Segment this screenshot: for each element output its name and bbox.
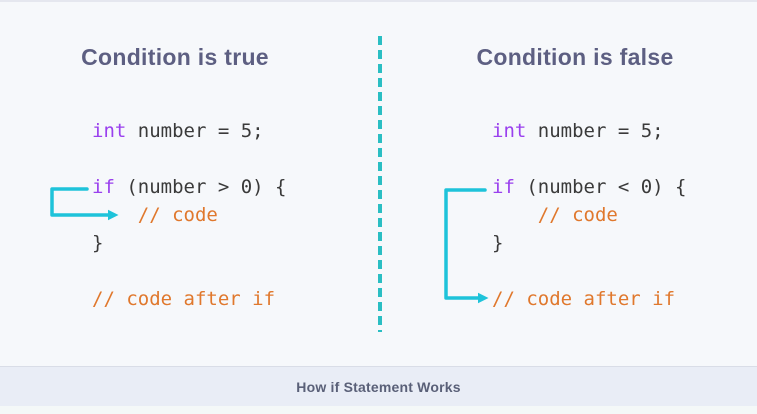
panel-title-true: Condition is true (81, 44, 269, 70)
top-edge-divider (0, 0, 757, 2)
code-token-plain: } (492, 232, 504, 254)
code-line: // code (92, 201, 286, 229)
code-line: // code after if (492, 285, 686, 313)
code-block-true: int number = 5; if (number > 0) { // cod… (92, 117, 286, 313)
footer-caption: How if Statement Works (296, 378, 461, 395)
code-token-comment: // code (137, 204, 218, 226)
code-token-keyword: int (492, 120, 527, 142)
code-token-comment: // code after if (492, 288, 676, 310)
dashed-divider (378, 36, 382, 332)
flow-arrow-true-icon (50, 187, 119, 221)
code-token-plain: (number > 0) { (114, 176, 287, 198)
code-line: } (92, 229, 286, 257)
code-block-false: int number = 5; if (number < 0) { // cod… (492, 117, 686, 313)
footer-bar: How if Statement Works (0, 366, 757, 406)
bottom-strip (0, 406, 757, 414)
code-line (92, 145, 286, 173)
code-line (492, 145, 686, 173)
code-line: int number = 5; (492, 117, 686, 145)
code-token-plain: } (92, 232, 104, 254)
code-token-comment: // code (537, 204, 618, 226)
code-line: if (number < 0) { (492, 173, 686, 201)
code-line: int number = 5; (92, 117, 286, 145)
code-token-plain: number = 5; (126, 120, 264, 142)
code-line: } (492, 229, 686, 257)
code-line: // code (492, 201, 686, 229)
code-line (492, 257, 686, 285)
code-token-keyword: int (92, 120, 127, 142)
panel-title-false: Condition is false (476, 44, 674, 70)
code-token-keyword: if (492, 176, 515, 198)
code-line: // code after if (92, 285, 286, 313)
code-token-plain: (number < 0) { (514, 176, 687, 198)
flow-arrow-false-icon (444, 188, 489, 304)
code-line: if (number > 0) { (92, 173, 286, 201)
code-token-plain: number = 5; (526, 120, 664, 142)
code-line (92, 257, 286, 285)
code-token-comment: // code after if (92, 288, 276, 310)
code-token-keyword: if (92, 176, 115, 198)
code-token-plain (492, 204, 538, 226)
